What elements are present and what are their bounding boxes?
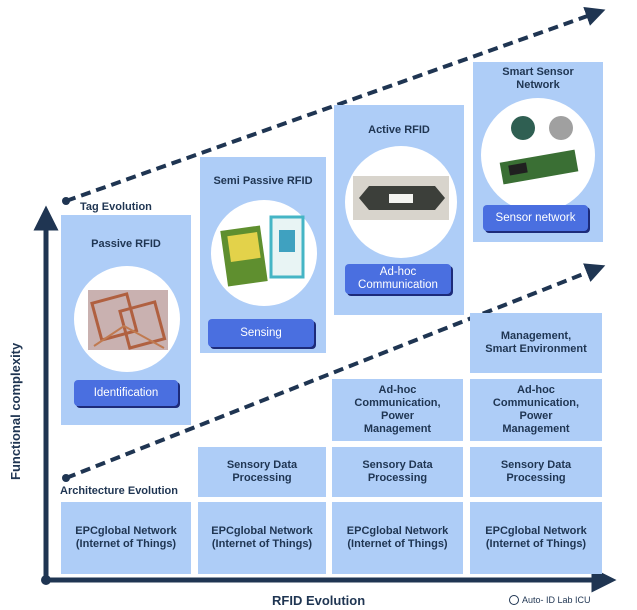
- arch-epcglobal-1: EPCglobal Network (Internet of Things): [61, 502, 191, 574]
- credit: Auto- ID Lab ICU: [509, 595, 591, 605]
- image-circle: [481, 98, 595, 212]
- y-axis-label: Functional complexity: [8, 342, 23, 480]
- architecture-evolution-label: Architecture Evolution: [60, 485, 178, 497]
- tag-semi-passive-rfid: Semi Passive RFID Sensing: [200, 157, 326, 353]
- arch-epcglobal-2: EPCglobal Network (Internet of Things): [198, 502, 326, 574]
- capability-sensing: Sensing: [208, 319, 314, 347]
- image-circle: [345, 146, 457, 258]
- arch-management-smart-env: Management, Smart Environment: [470, 313, 602, 373]
- arch-sensory-data-1: Sensory Data Processing: [198, 447, 326, 497]
- tag-smart-sensor-network: Smart Sensor Network Sensor network: [473, 62, 603, 242]
- axis-origin-dot: [41, 575, 51, 585]
- capability-identification: Identification: [74, 380, 178, 406]
- arch-sensory-data-2: Sensory Data Processing: [332, 447, 463, 497]
- sensor-node-board-image: [499, 116, 579, 185]
- arch-epcglobal-3: EPCglobal Network (Internet of Things): [332, 502, 463, 574]
- image-circle: [74, 266, 180, 372]
- tag-title: Semi Passive RFID: [213, 175, 313, 187]
- sensor-label-tags-image: [220, 215, 305, 287]
- arch-ad-hoc-power-2: Ad-hoc Communication, Power Management: [470, 379, 602, 441]
- tag-title: Passive RFID: [91, 238, 161, 250]
- tag-evolution-label: Tag Evolution: [80, 201, 152, 213]
- arch-epcglobal-4: EPCglobal Network (Internet of Things): [470, 502, 602, 574]
- lab-logo-icon: [509, 595, 519, 605]
- arch-ad-hoc-power-1: Ad-hoc Communication, Power Management: [332, 379, 463, 441]
- tag-passive-rfid: Passive RFID Identification: [61, 215, 191, 425]
- x-axis-label: RFID Evolution: [272, 593, 366, 608]
- tag-evolution-trend: [65, 6, 606, 203]
- rfid-antenna-tag-image: [88, 290, 168, 350]
- active-tag-device-image: [353, 176, 449, 220]
- image-circle: [211, 200, 317, 306]
- capability-sensor-network: Sensor network: [483, 205, 588, 231]
- capability-ad-hoc-communication: Ad-hoc Communication: [345, 264, 451, 294]
- tag-title: Active RFID: [368, 124, 430, 136]
- arch-sensory-data-3: Sensory Data Processing: [470, 447, 602, 497]
- tag-active-rfid: Active RFID Ad-hoc Communication: [334, 105, 464, 315]
- tag-title: Smart Sensor Network: [502, 66, 574, 91]
